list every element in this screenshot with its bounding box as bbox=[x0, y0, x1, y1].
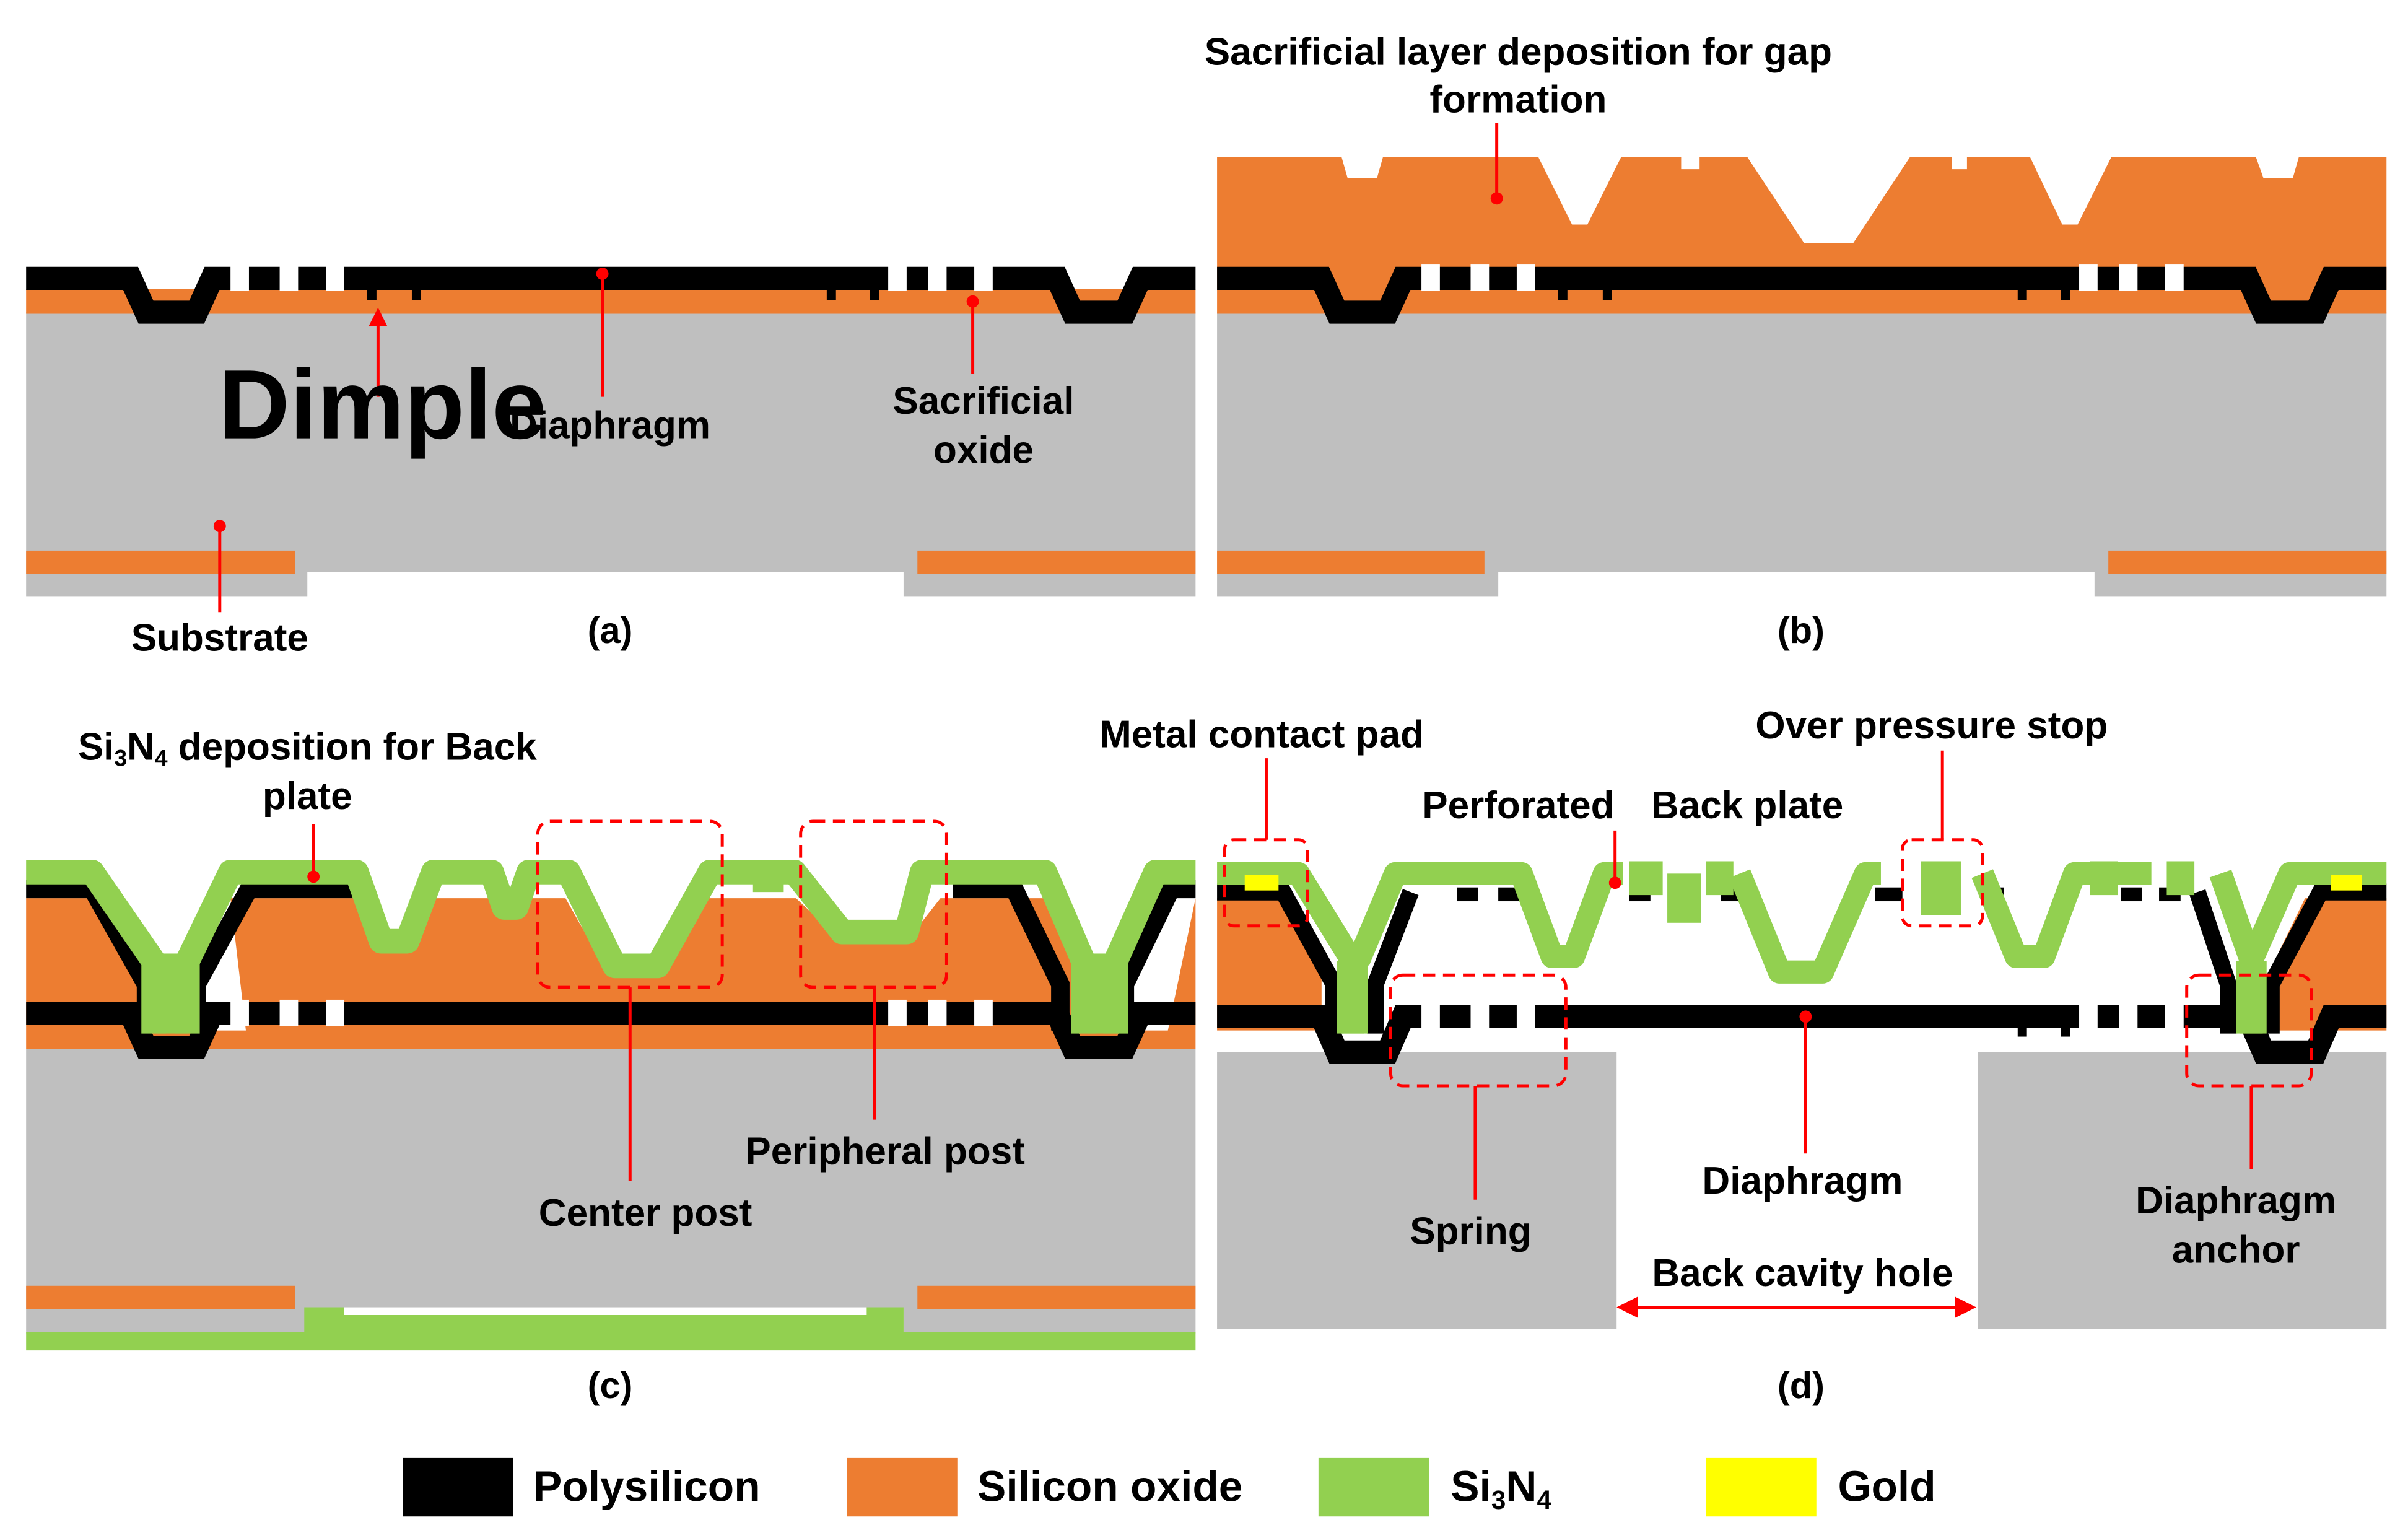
bottom-oxide-c-right bbox=[917, 1285, 1196, 1309]
substrate-d-right bbox=[1978, 1052, 2387, 1329]
bottom-oxide-a-right bbox=[917, 550, 1196, 574]
gold-pad-d-right bbox=[2331, 875, 2362, 891]
label-peripheral-post: Peripheral post bbox=[745, 1130, 1025, 1173]
callouts-c bbox=[312, 824, 876, 1181]
legend: Polysilicon Silicon oxide Si3N4 Gold bbox=[403, 1457, 1936, 1517]
label-anchor-line2: anchor bbox=[2172, 1229, 2300, 1272]
callouts-d bbox=[1265, 750, 2253, 1309]
title-c-line1: Si3N4 deposition for Back bbox=[78, 726, 537, 771]
title-b-line1: Sacrificial layer deposition for gap bbox=[1205, 30, 1832, 73]
back-cavity-b bbox=[1498, 572, 2095, 603]
dimples-d bbox=[2017, 1021, 2070, 1037]
callout-b bbox=[1490, 123, 1503, 205]
legend-label-silicon-oxide: Silicon oxide bbox=[977, 1462, 1242, 1510]
bottom-oxide-b-right bbox=[2108, 550, 2387, 574]
label-sacrificial: Sacrificial bbox=[892, 380, 1074, 422]
panel-a: Dimple Diaphragm Sacrificial oxide Subst… bbox=[26, 264, 1196, 659]
legend-label-si3n4: Si3N4 bbox=[1450, 1462, 1551, 1514]
panel-d: Metal contact pad Over pressure stop Per… bbox=[1099, 704, 2387, 1406]
legend-label-gold: Gold bbox=[1838, 1462, 1935, 1510]
label-center-post: Center post bbox=[539, 1192, 752, 1234]
title-c-line2: plate bbox=[263, 775, 352, 818]
diaphragm-holes-c bbox=[230, 999, 993, 1026]
polysilicon-backplate-d bbox=[1217, 883, 2387, 1034]
legend-label-polysilicon: Polysilicon bbox=[533, 1462, 761, 1510]
legend-swatch-si3n4 bbox=[1318, 1457, 1429, 1517]
back-cavity-a bbox=[307, 572, 904, 603]
diaphragm-holes-a bbox=[230, 264, 993, 291]
bottom-oxide-b-left bbox=[1217, 550, 1485, 574]
caption-a: (a) bbox=[588, 610, 633, 651]
dimples-b bbox=[1558, 284, 2070, 300]
polysilicon-layer-c bbox=[26, 1002, 1196, 1059]
oxide-layer-a bbox=[26, 289, 1196, 314]
title-c-n: N bbox=[127, 726, 155, 769]
legend-swatch-polysilicon bbox=[403, 1457, 513, 1517]
panel-b: Sacrificial layer deposition for gap for… bbox=[1205, 30, 2387, 651]
substrate-b bbox=[1217, 312, 2387, 597]
polysilicon-diaphragm-d bbox=[1217, 1005, 2387, 1064]
callouts-a bbox=[213, 268, 979, 613]
substrate-d-left bbox=[1217, 1052, 1617, 1329]
label-diaphragm-d: Diaphragm bbox=[1702, 1160, 1903, 1202]
dimples-a bbox=[367, 284, 879, 300]
caption-b: (b) bbox=[1778, 610, 1825, 651]
label-anchor-line1: Diaphragm bbox=[2135, 1179, 2336, 1222]
label-spring: Spring bbox=[1410, 1210, 1531, 1253]
callout-dots-d bbox=[1608, 876, 1812, 1023]
label-diaphragm-a: Diaphragm bbox=[510, 404, 710, 447]
label-substrate: Substrate bbox=[131, 616, 308, 659]
nitride-backplate-d bbox=[1217, 862, 2387, 1034]
label-perforated: Perforated bbox=[1422, 784, 1614, 827]
title-c-sub3: 3 bbox=[114, 745, 127, 771]
legend-sub3: 3 bbox=[1491, 1485, 1506, 1514]
arrowhead-right bbox=[1955, 1296, 1976, 1318]
legend-sub4: 4 bbox=[1537, 1485, 1551, 1514]
label-metal-contact-pad: Metal contact pad bbox=[1099, 714, 1424, 756]
legend-si: Si bbox=[1450, 1462, 1491, 1510]
legend-n: N bbox=[1506, 1462, 1537, 1510]
nitride-posts-c bbox=[157, 861, 1119, 1034]
title-c-sub4: 4 bbox=[155, 745, 168, 771]
legend-swatch-silicon-oxide bbox=[847, 1457, 958, 1517]
legend-swatch-gold bbox=[1706, 1457, 1817, 1517]
label-dimple: Dimple bbox=[219, 349, 546, 460]
title-c-si: Si bbox=[78, 726, 115, 769]
bottom-oxide-c-left bbox=[26, 1285, 295, 1309]
panel-c: Si3N4 deposition for Back plate Center p… bbox=[26, 726, 1196, 1406]
polysilicon-layer-a bbox=[26, 266, 1196, 324]
bottom-oxide-a-left bbox=[26, 550, 295, 574]
gold-pad-d-left bbox=[1244, 875, 1279, 891]
nitride-posts-d bbox=[1337, 861, 2267, 1034]
title-b-line2: formation bbox=[1429, 78, 1607, 121]
diaphragm-holes-b bbox=[1421, 264, 2184, 291]
callout-dot-c bbox=[307, 870, 320, 883]
title-c-rest: deposition for Back bbox=[168, 726, 538, 769]
label-over-pressure-stop: Over pressure stop bbox=[1755, 704, 2108, 747]
diaphragm-holes-d bbox=[1421, 1002, 2184, 1029]
label-oxide: oxide bbox=[933, 429, 1034, 471]
caption-c: (c) bbox=[588, 1365, 633, 1406]
caption-d: (d) bbox=[1778, 1365, 1825, 1406]
backside-nitride-c bbox=[26, 1307, 1196, 1351]
label-back-cavity-hole: Back cavity hole bbox=[1652, 1252, 1953, 1295]
polysilicon-layer-b bbox=[1217, 266, 2387, 324]
arrowhead-left bbox=[1616, 1296, 1638, 1318]
label-back-plate: Back plate bbox=[1651, 784, 1843, 827]
